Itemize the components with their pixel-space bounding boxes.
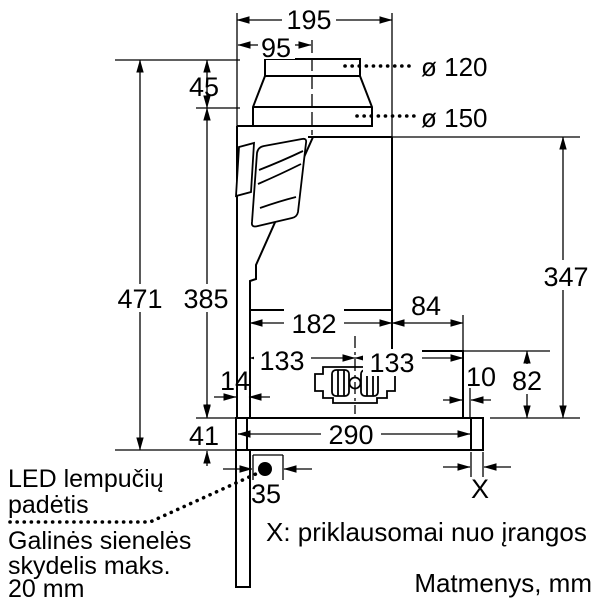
dim-133-right-label: 133 — [369, 348, 414, 378]
dia-120-label: ø 120 — [421, 52, 488, 82]
dimension-385: 385 — [180, 107, 233, 419]
note-wall-line1: Galinės sienelės — [8, 527, 191, 555]
dimension-347: 347 — [540, 136, 592, 419]
dim-84-label: 84 — [411, 291, 441, 321]
dimension-84: 84 — [391, 291, 464, 327]
note-wall-line3: 20 mm — [8, 575, 84, 600]
dimension-41: 41 — [189, 404, 219, 466]
flap-fold-line-3 — [259, 196, 297, 209]
dimension-35: 35 — [223, 465, 312, 509]
extension-lines — [115, 13, 580, 480]
led-bracket — [252, 454, 284, 480]
diameter-labels: ø 120 ø 150 — [421, 52, 488, 133]
dim-35-label: 35 — [251, 479, 281, 509]
duct-collar — [252, 40, 373, 135]
dia-150-label: ø 150 — [421, 103, 488, 133]
note-units: Matmenys, mm — [414, 568, 592, 598]
dimension-14: 14 — [214, 366, 270, 401]
dim-41-label: 41 — [189, 421, 219, 451]
note-x-meaning: X: priklausomai nuo įrangos — [266, 517, 587, 547]
rear-extension-step — [391, 310, 464, 418]
dim-182-label: 182 — [291, 309, 336, 339]
dim-347-label: 347 — [543, 262, 588, 292]
dim-95-label: 95 — [261, 33, 291, 63]
dimension-x: X — [443, 463, 511, 504]
dim-45-label: 45 — [189, 72, 219, 102]
dim-195-label: 195 — [286, 5, 331, 35]
dimension-290: 290 — [237, 420, 471, 450]
note-led-line1: LED lempučių — [8, 465, 164, 493]
dimension-182: 182 — [249, 309, 393, 339]
led-indicator — [258, 462, 272, 476]
dim-133-left-label: 133 — [259, 346, 304, 376]
led-position-dot — [258, 462, 272, 476]
dimension-195: 195 — [236, 5, 393, 35]
dim-290-label: 290 — [328, 420, 373, 450]
dim-x-label: X — [471, 474, 489, 504]
annotations: LED lempučių padėtis Galinės sienelės sk… — [8, 465, 592, 600]
dimension-82: 82 — [507, 350, 547, 419]
dim-471-label: 471 — [117, 284, 162, 314]
dimension-133-left: 133 — [249, 346, 356, 376]
flap-body — [250, 137, 308, 228]
leader-led-note — [8, 471, 260, 524]
dimension-471: 471 — [114, 59, 166, 451]
dim-385-label: 385 — [183, 284, 228, 314]
damper-flap — [235, 137, 308, 228]
dimension-133-right: 133 — [354, 348, 464, 378]
dimension-95: 95 — [237, 33, 312, 63]
dimension-10: 10 — [443, 362, 496, 404]
note-led-line2: padėtis — [8, 491, 89, 519]
flap-fold-line-2 — [257, 163, 302, 185]
dimension-45: 45 — [189, 59, 219, 109]
flap-rear-tab — [235, 141, 255, 198]
dim-10-label: 10 — [466, 362, 496, 392]
dim-14-label: 14 — [220, 366, 250, 396]
flap-fold-line-1 — [258, 150, 304, 171]
dim-82-label: 82 — [512, 366, 542, 396]
note-wall-line2: skydelis maks. — [8, 552, 171, 580]
rear-wall-panel — [235, 449, 251, 588]
rear-panel-outline — [235, 449, 251, 588]
